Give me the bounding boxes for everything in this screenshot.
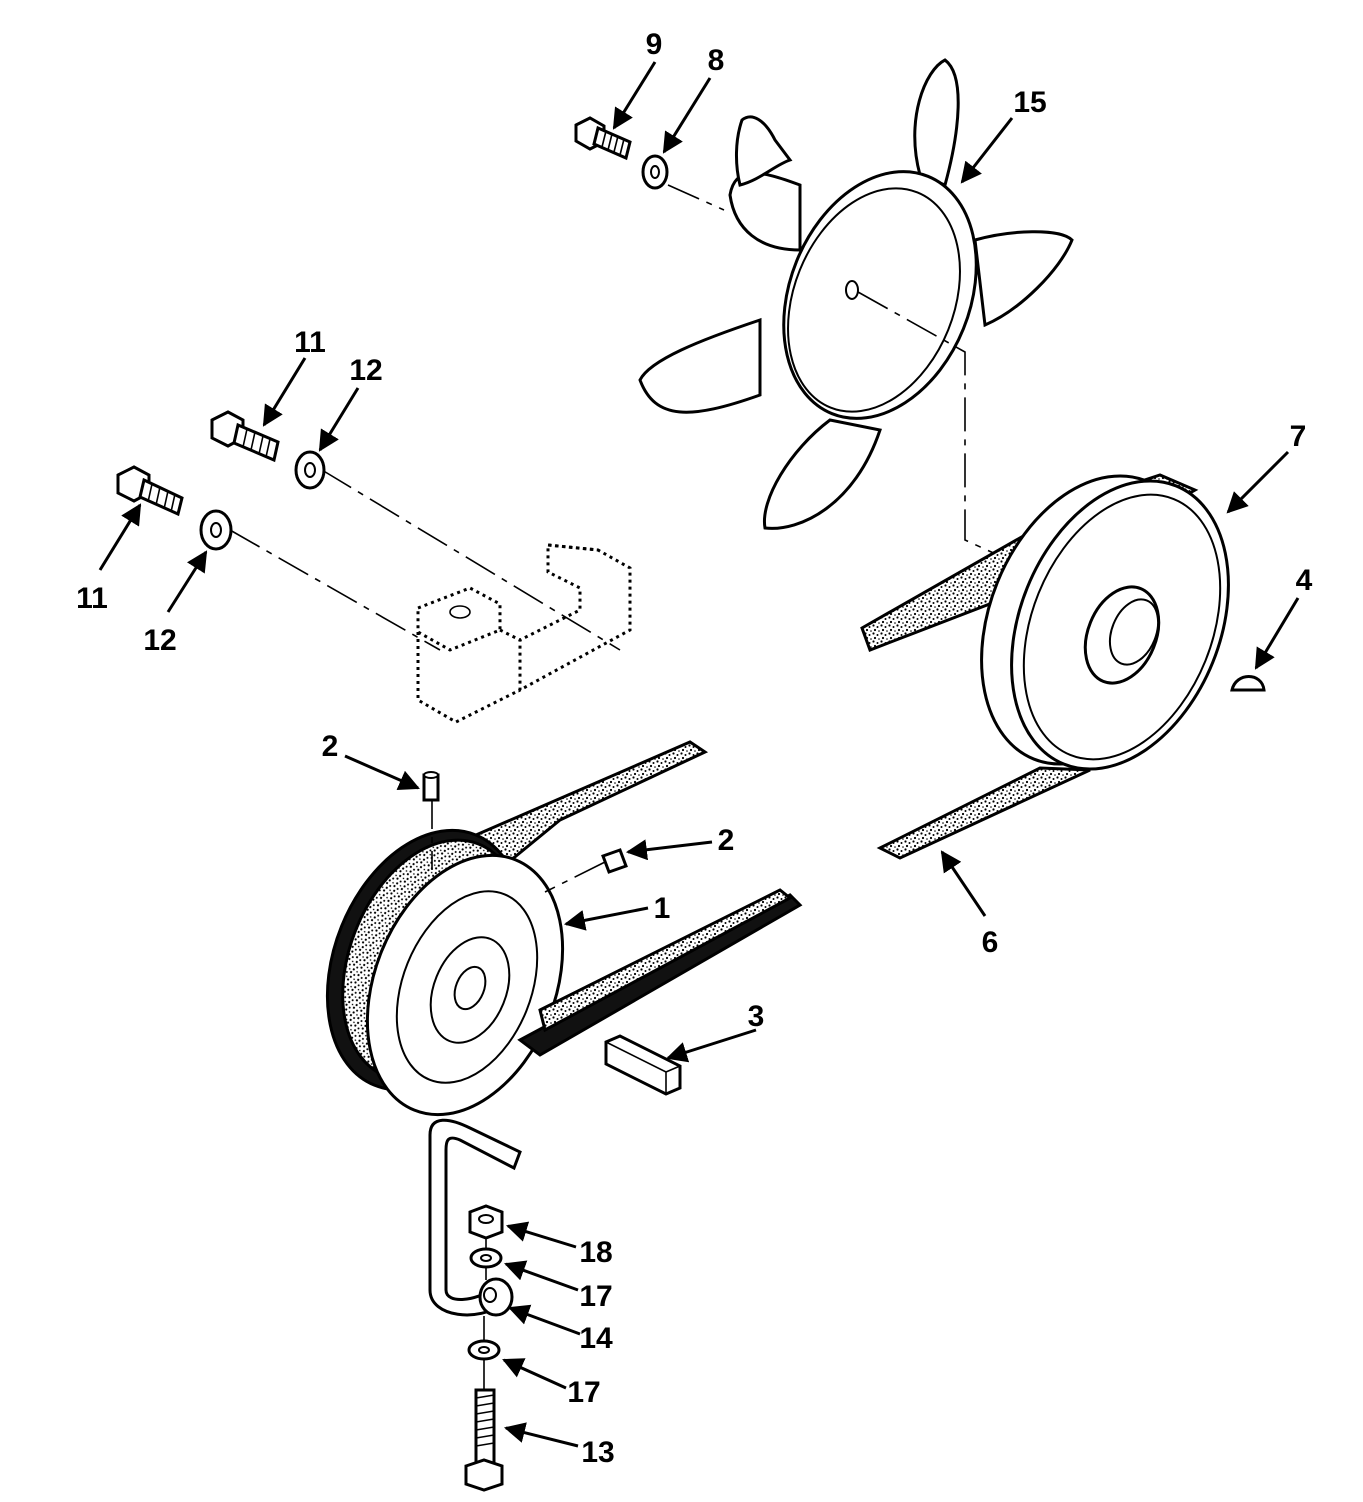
washer-12-lower <box>199 509 233 551</box>
callout-18: 18 <box>579 1236 612 1269</box>
bolt-11-upper <box>210 410 280 463</box>
bolt-11-lower <box>116 465 184 517</box>
callout-3: 3 <box>748 1000 765 1033</box>
callout-17-upper: 17 <box>579 1280 612 1313</box>
callout-9: 9 <box>646 28 663 61</box>
key-3 <box>604 1034 682 1096</box>
callout-14: 14 <box>579 1322 613 1355</box>
callout-17-lower: 17 <box>567 1376 600 1409</box>
callout-8: 8 <box>708 44 725 77</box>
nut-18 <box>468 1204 504 1240</box>
callout-15: 15 <box>1013 86 1046 119</box>
bracket <box>416 543 632 724</box>
callout-13: 13 <box>581 1436 614 1469</box>
washer-8 <box>641 154 669 190</box>
fan-15 <box>638 58 1074 530</box>
callout-2-top: 2 <box>322 730 339 763</box>
washer-17-upper <box>469 1247 503 1269</box>
callout-11-upper: 11 <box>294 326 326 359</box>
bolt-9 <box>574 116 632 161</box>
callout-4: 4 <box>1296 564 1313 597</box>
pulley-7 <box>980 474 1230 771</box>
callout-2-side: 2 <box>718 824 735 857</box>
belt-6-lower <box>876 766 1091 860</box>
bolt-13 <box>464 1388 504 1492</box>
washer-12-upper <box>294 450 326 490</box>
callout-6: 6 <box>982 926 999 959</box>
set-screw-2-side <box>601 848 628 874</box>
pulley-1 <box>325 828 565 1117</box>
washer-17-lower <box>467 1339 501 1361</box>
belt-lower-run <box>517 888 803 1057</box>
key-4 <box>1230 675 1266 692</box>
callout-12-lower: 12 <box>143 624 176 657</box>
callout-11-lower: 11 <box>76 582 108 615</box>
rod-14 <box>428 1118 522 1317</box>
callout-12-upper: 12 <box>349 354 382 387</box>
callout-7: 7 <box>1290 420 1307 453</box>
callout-1: 1 <box>654 892 671 925</box>
set-screw-2-top <box>422 771 440 802</box>
leader-lines <box>98 61 1300 1448</box>
